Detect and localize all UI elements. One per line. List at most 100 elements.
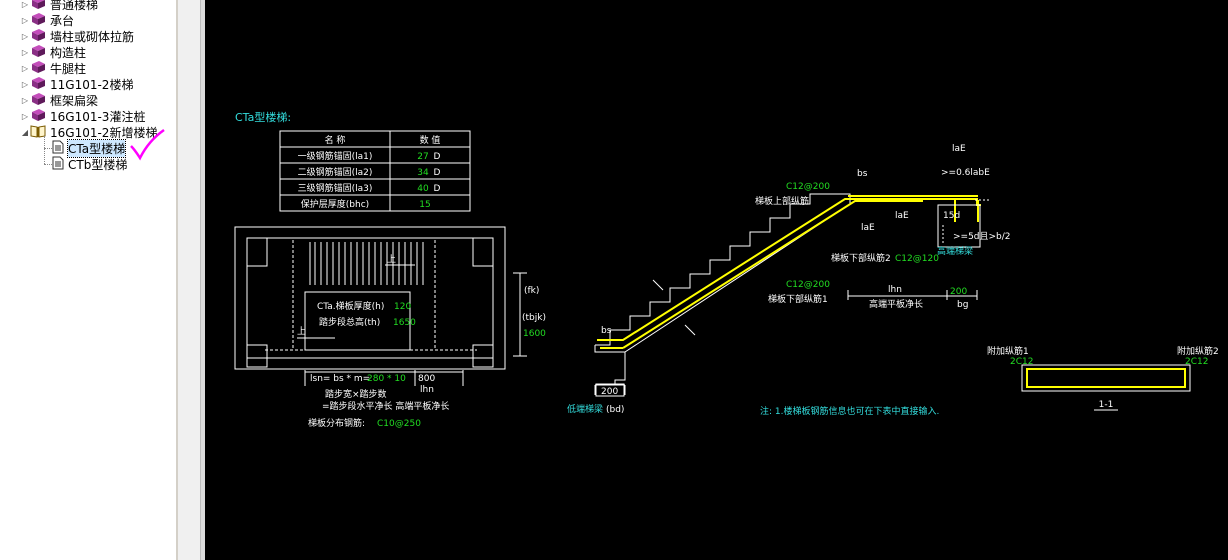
expand-arrow-icon[interactable]: ▷ [21, 111, 29, 121]
low-beam-value[interactable]: 200 [601, 387, 618, 397]
distribution-rebar-value[interactable]: C10@250 [377, 419, 421, 429]
fk-label: (fk) [524, 286, 539, 296]
stair-plan-view: 上 上 CTa.梯板厚度(h) 120 踏步段总高(th) 1650 (fk) … [234, 226, 546, 429]
book-icon [30, 12, 50, 29]
bottom-rebar-1-value[interactable]: C12@200 [786, 280, 830, 290]
table-row-name: 三级钢筋锚固(la3) [298, 182, 373, 194]
collapse-arrow-icon[interactable]: ◢ [21, 127, 29, 137]
table-row-unit: D [434, 184, 441, 194]
expand-arrow-icon[interactable]: ▷ [21, 15, 29, 25]
table-row-name: 一级钢筋锚固(la1) [298, 150, 373, 162]
plan-note-1: 踏步宽×踏步数 [325, 388, 387, 400]
tbjk-label: (tbjk) [522, 313, 546, 323]
anchor-label: >=0.6labE [941, 168, 990, 178]
plan-up-label-2: 上 [297, 326, 306, 337]
tree-item[interactable]: ▷ 16G101-3灌注桩 [20, 108, 145, 124]
tree-item[interactable]: ▷ 构造柱 [20, 44, 86, 60]
cad-drawing-canvas[interactable]: CTa型楼梯: 名 称 数 值 一级钢筋锚固(la1) 27 D 二级钢筋锚固(… [205, 0, 1228, 560]
tree-item-label: 构造柱 [50, 45, 87, 60]
expand-arrow-icon[interactable]: ▷ [21, 79, 29, 89]
stair-height-label: 踏步段总高(th) [319, 316, 380, 328]
laE-label-low: laE [861, 223, 875, 233]
distribution-rebar-label: 梯板分布钢筋: [308, 417, 365, 429]
top-rebar-label: 梯板上部纵筋 [755, 195, 809, 207]
navigation-tree[interactable]: ▷ 普通楼梯 ▷ 承台 ▷ 墙柱或砌体拉筋 ▷ 构造柱 ▷ 牛腿柱 ▷ 11G101-2楼梯 ▷ 框架扁梁… [0, 0, 176, 560]
extra-rebar-1-label: 附加纵筋1 [987, 345, 1029, 357]
book-icon [30, 76, 50, 93]
high-plate-label: 高端平板净长 [869, 298, 923, 310]
bs-label: bs [857, 169, 868, 179]
bottom-rebar-2-value[interactable]: C12@120 [895, 254, 939, 264]
tree-child-label: CTa型楼梯 [66, 138, 127, 158]
bg-value[interactable]: 200 [950, 287, 967, 297]
bs-lower-label: bs [601, 326, 612, 336]
lsn-value[interactable]: 280 * 10 [367, 374, 406, 384]
tree-child-item[interactable]: CTb型楼梯 [52, 156, 127, 172]
slab-thickness-label: CTa.梯板厚度(h) [317, 300, 384, 312]
high-beam-label: 高端梯梁 [937, 245, 973, 257]
table-row-name: 二级钢筋锚固(la2) [298, 166, 373, 178]
tree-item-label: 普通楼梯 [50, 0, 99, 12]
plan-note-2: =踏步段水平净长 高端平板净长 [322, 400, 449, 412]
tree-item-label: 16G101-3灌注桩 [50, 109, 146, 124]
table-row-value[interactable]: 27 [417, 152, 428, 162]
tbjk-value[interactable]: 1600 [523, 329, 546, 339]
tree-item[interactable]: ▷ 框架扁梁 [20, 92, 98, 108]
expand-arrow-icon[interactable]: ▷ [21, 47, 29, 57]
tree-child-item[interactable]: CTa型楼梯 [52, 138, 127, 158]
section-detail-1-1: 附加纵筋1 2C12 附加纵筋2 2C12 1-1 [987, 345, 1219, 411]
tree-item-label: 11G101-2楼梯 [50, 77, 134, 92]
checkmark-annotation-icon [130, 128, 165, 161]
panel-edge [200, 0, 206, 560]
tree-item[interactable]: ▷ 牛腿柱 [20, 60, 86, 76]
table-header-name: 名 称 [325, 134, 346, 146]
book-icon [30, 28, 50, 45]
tree-item[interactable]: ▷ 墙柱或砌体拉筋 [20, 28, 134, 44]
tree-guide-line [44, 148, 52, 150]
tree-item[interactable]: ▷ 普通楼梯 [20, 0, 98, 12]
bg-label: bg [957, 300, 968, 310]
table-row-value[interactable]: 15 [419, 200, 430, 210]
tree-splitter[interactable] [176, 0, 178, 560]
expand-arrow-icon[interactable]: ▷ [21, 95, 29, 105]
book-icon [30, 108, 50, 125]
extra-rebar-2-value[interactable]: 2C12 [1185, 357, 1208, 367]
tree-item-label: 承台 [50, 13, 75, 28]
lhn-value: 800 [418, 374, 435, 384]
expand-arrow-icon[interactable]: ▷ [21, 31, 29, 41]
panel-gutter [178, 0, 201, 560]
top-rebar-value[interactable]: C12@200 [786, 182, 830, 192]
book-icon [30, 92, 50, 109]
low-beam-label: 低端梯梁 [567, 403, 603, 415]
laE-label-mid: laE [895, 211, 909, 221]
laE-label-top: laE [952, 144, 966, 154]
bottom-rebar-2-label: 梯板下部纵筋2 [831, 252, 891, 264]
d5-label: >=5d且>b/2 [953, 231, 1011, 242]
tree-item-label: 16G101-2新增楼梯 [50, 125, 158, 140]
book-icon [30, 44, 50, 61]
drawing-title: CTa型楼梯: [235, 110, 291, 124]
tree-item[interactable]: ◢ 16G101-2新增楼梯 [20, 124, 157, 140]
book-icon [30, 0, 50, 13]
extra-rebar-1-value[interactable]: 2C12 [1010, 357, 1033, 367]
stair-drawing: CTa型楼梯: 名 称 数 值 一级钢筋锚固(la1) 27 D 二级钢筋锚固(… [234, 110, 1219, 429]
tree-item-label: 牛腿柱 [50, 61, 87, 76]
expand-arrow-icon[interactable]: ▷ [21, 0, 29, 9]
book-icon [30, 60, 50, 77]
section-label: 1-1 [1099, 400, 1114, 410]
open-book-icon [30, 124, 50, 141]
tree-item-label: 框架扁梁 [50, 93, 99, 108]
lhn-label: lhn [420, 385, 434, 395]
bd-label: (bd) [606, 405, 624, 415]
table-row-value[interactable]: 40 [417, 184, 429, 194]
expand-arrow-icon[interactable]: ▷ [21, 63, 29, 73]
stair-height-value[interactable]: 1650 [393, 318, 416, 328]
tree-item[interactable]: ▷ 承台 [20, 12, 74, 28]
tree-item-label: 墙柱或砌体拉筋 [50, 29, 135, 44]
tree-item[interactable]: ▷ 11G101-2楼梯 [20, 76, 133, 92]
parameter-table[interactable]: 名 称 数 值 一级钢筋锚固(la1) 27 D 二级钢筋锚固(la2) 34 … [279, 130, 471, 212]
table-row-value[interactable]: 34 [417, 168, 429, 178]
table-row-unit: D [434, 152, 441, 162]
slab-thickness-value[interactable]: 120 [394, 302, 411, 312]
tree-child-label: CTb型楼梯 [68, 157, 128, 172]
